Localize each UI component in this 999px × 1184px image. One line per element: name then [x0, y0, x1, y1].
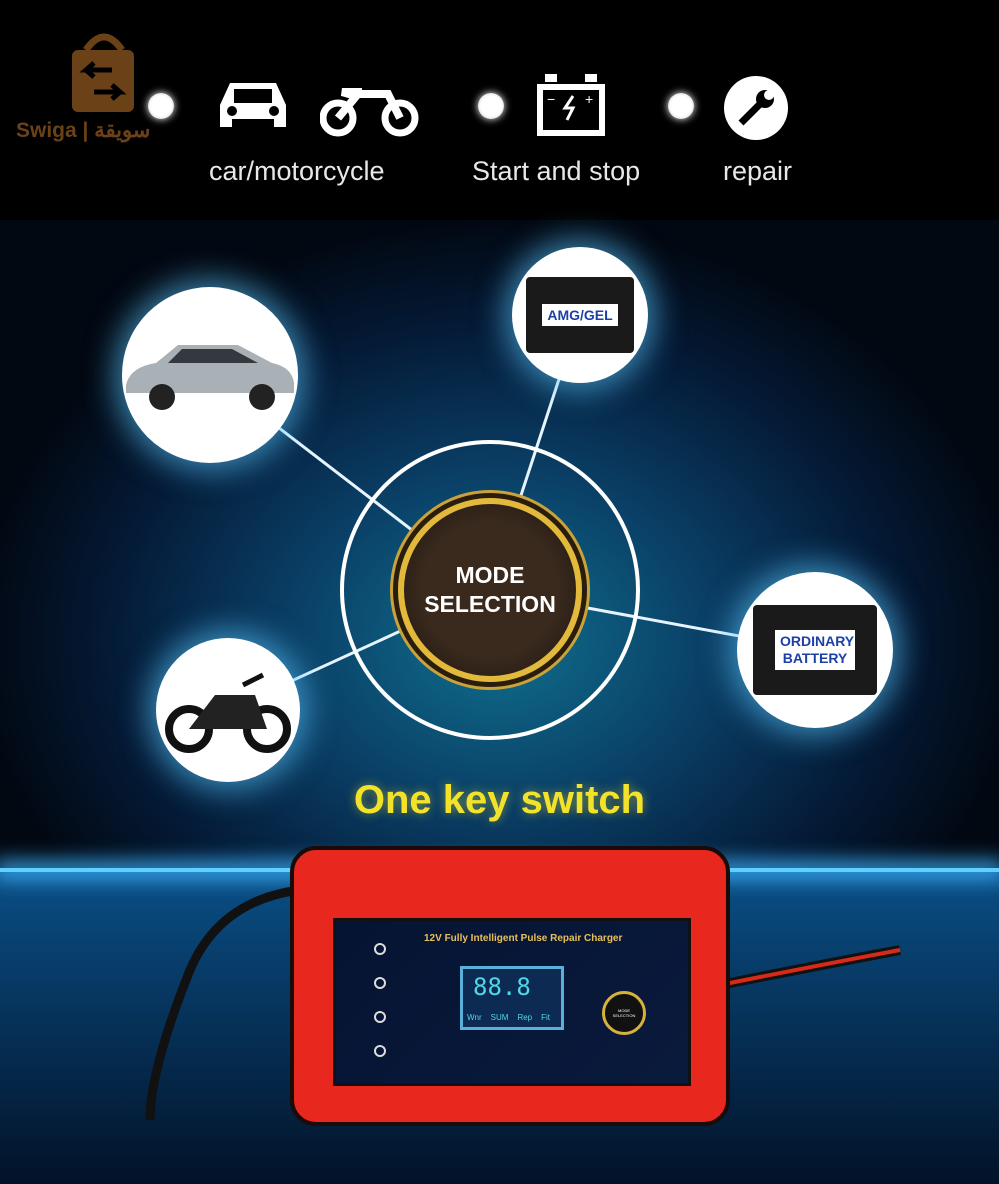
- svg-text:+: +: [585, 91, 593, 107]
- logo-text: Swiga | سويقة: [16, 119, 151, 142]
- logo: Swiga | سويقة: [14, 28, 174, 143]
- wrench-icon: [724, 76, 788, 140]
- lcd-reading: 88.8: [473, 973, 531, 1001]
- car-mode-circle: [122, 287, 298, 463]
- shopping-bag-logo-icon: [72, 33, 134, 112]
- bullet-dot: [148, 93, 174, 119]
- bullet-dot: [668, 93, 694, 119]
- bullet-dot: [478, 93, 504, 119]
- feature-label-start-stop: Start and stop: [472, 156, 641, 186]
- svg-text:−: −: [547, 91, 555, 107]
- mode-title-line1: MODE: [455, 562, 525, 589]
- battery-icon: −+: [537, 74, 605, 136]
- feature-label-car-motorcycle: car/motorcycle: [209, 156, 385, 186]
- status-indicator-icons: [374, 943, 386, 1057]
- lcd-label: Rep: [517, 1013, 533, 1022]
- charger-mode-button-label: MODE SELECTION: [612, 1008, 636, 1018]
- mode-selection-button: MODE SELECTION: [398, 498, 582, 682]
- ordinary-battery-label: ORDINARY BATTERY: [775, 630, 855, 670]
- silver-car-image: [126, 345, 294, 410]
- lcd-display: 88.8 Wnr SUM Rep Fit: [460, 966, 564, 1030]
- motorcycle-image: [165, 672, 291, 753]
- motorcycle-icon: [320, 88, 419, 137]
- ordinary-battery-circle: ORDINARY BATTERY: [737, 572, 893, 728]
- feature-label-repair: repair: [723, 156, 793, 186]
- headline: One key switch: [353, 778, 646, 822]
- charger-mode-button[interactable]: MODE SELECTION: [602, 991, 646, 1035]
- mode-title-line2: SELECTION: [424, 591, 556, 617]
- amg-gel-label: AMG/GEL: [542, 303, 618, 327]
- motorcycle-mode-circle: [156, 638, 300, 782]
- charger-panel: 12V Fully Intelligent Pulse Repair Charg…: [333, 918, 691, 1086]
- lcd-label: Wnr: [467, 1013, 482, 1022]
- lcd-label: SUM: [490, 1013, 509, 1022]
- lcd-label: Fit: [541, 1013, 551, 1022]
- car-icon: [220, 83, 286, 127]
- amg-gel-circle: AMG/GEL: [512, 247, 648, 383]
- charger-title: 12V Fully Intelligent Pulse Repair Charg…: [424, 933, 623, 944]
